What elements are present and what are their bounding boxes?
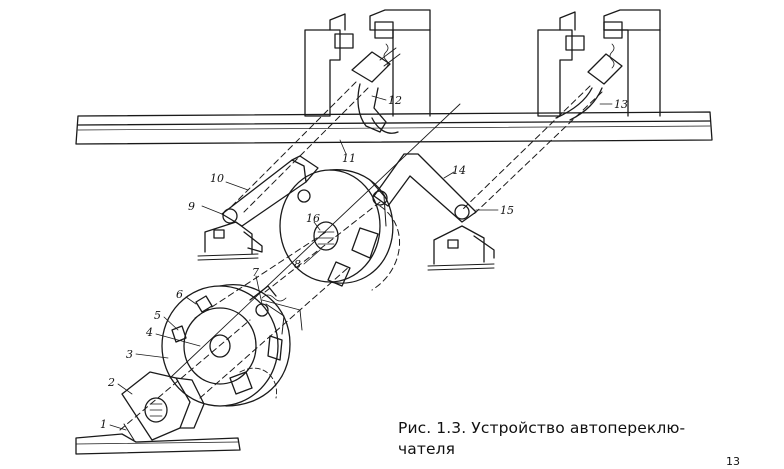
- label-12: 12: [388, 94, 402, 107]
- base-plate: [75, 423, 241, 455]
- lever-left: [197, 155, 319, 261]
- label-2: 2: [107, 376, 115, 389]
- label-14: 14: [452, 164, 466, 177]
- label-7: 7: [252, 266, 259, 279]
- label-10: 10: [210, 172, 224, 185]
- dashed-links: [119, 81, 603, 431]
- upper-drum: [279, 169, 401, 291]
- leader-lines: [109, 95, 613, 431]
- label-6: 6: [176, 288, 183, 301]
- label-5: 5: [154, 309, 161, 322]
- figure-caption: Рис. 1.3. Устройство автопереклю- чателя: [398, 418, 728, 460]
- page-number: 13: [726, 455, 740, 468]
- label-8: 8: [294, 258, 301, 271]
- part-labels: 1 2 3 4 5 6 7 8 9 10 11 12 13 14 15 16: [100, 94, 628, 431]
- caption-line-1: Рис. 1.3. Устройство автопереклю-: [398, 419, 686, 437]
- lower-drum: [161, 284, 303, 407]
- label-13: 13: [614, 98, 628, 111]
- label-15: 15: [500, 204, 514, 217]
- caption-line-2: чателя: [398, 440, 456, 458]
- label-3: 3: [126, 348, 133, 361]
- rail: [75, 111, 713, 145]
- label-16: 16: [306, 212, 320, 225]
- cam: [121, 371, 205, 441]
- label-9: 9: [188, 200, 195, 213]
- label-4: 4: [145, 326, 153, 339]
- upper-bracket-left: [304, 9, 431, 134]
- label-11: 11: [342, 152, 356, 165]
- upper-bracket-right: [537, 9, 661, 121]
- label-1: 1: [100, 418, 107, 431]
